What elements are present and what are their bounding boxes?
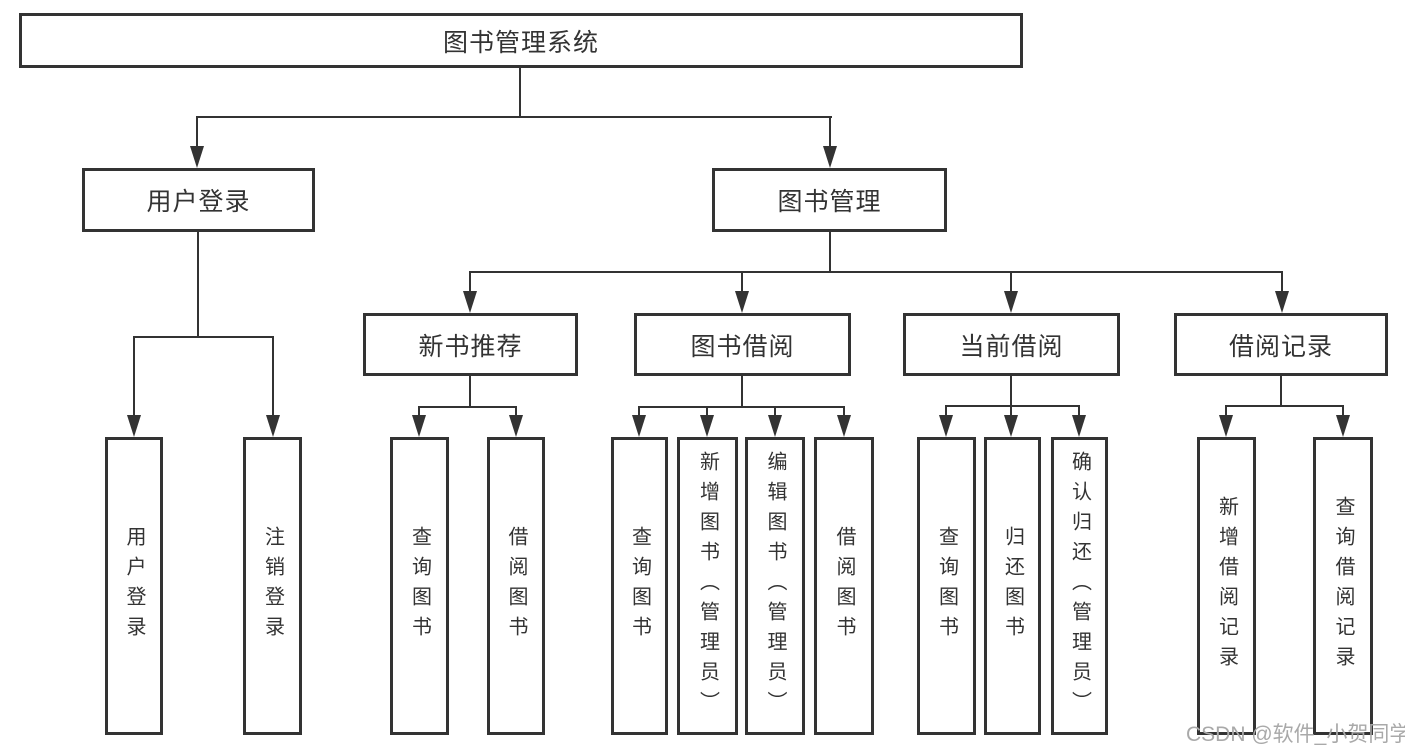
node-book-mgmt-label: 图书管理: [777, 188, 882, 216]
node-book-borrow: 图书借阅: [634, 313, 851, 376]
edge-newbook-drop-1: [418, 406, 420, 416]
node-add-borrow-record-label: 新增借阅记录: [1215, 496, 1238, 676]
arrow-down-icon: [700, 415, 714, 437]
node-add-book-label: 新增图书（管理员）: [696, 451, 719, 721]
node-confirm-return: 确认归还（管理员）: [1051, 437, 1108, 735]
node-add-borrow-record: 新增借阅记录: [1197, 437, 1256, 735]
node-borrow-records: 借阅记录: [1174, 313, 1388, 376]
edge-current-rail: [945, 405, 1080, 407]
arrow-down-icon: [266, 415, 280, 437]
arrow-down-icon: [735, 291, 749, 313]
node-query-book-c: 查询图书: [917, 437, 976, 735]
arrow-down-icon: [1219, 415, 1233, 437]
edge-root-drop-left: [196, 116, 198, 148]
edge-borrow-stem: [741, 376, 743, 407]
node-logout-label: 注销登录: [261, 526, 284, 646]
node-borrow-book-a-label: 借阅图书: [505, 526, 527, 646]
edge-current-drop-3: [1078, 405, 1080, 416]
edge-records-drop-2: [1342, 405, 1344, 416]
arrow-down-icon: [1336, 415, 1350, 437]
node-current-borrow: 当前借阅: [903, 313, 1120, 376]
node-query-borrow-record-label: 查询借阅记录: [1332, 496, 1354, 676]
arrow-down-icon: [1004, 415, 1018, 437]
edge-login-rail: [133, 336, 274, 338]
edge-login-stem: [197, 232, 199, 338]
edge-borrow-drop-3: [774, 406, 776, 416]
node-query-book-c-label: 查询图书: [935, 526, 958, 646]
arrow-down-icon: [823, 146, 837, 168]
node-query-book-a: 查询图书: [390, 437, 449, 735]
node-query-book-a-label: 查询图书: [408, 526, 431, 646]
node-new-book-label: 新书推荐: [418, 332, 523, 361]
edge-records-rail: [1225, 405, 1344, 407]
arrow-down-icon: [837, 415, 851, 437]
node-user-login-label: 用户登录: [123, 526, 145, 646]
node-query-borrow-record: 查询借阅记录: [1313, 437, 1373, 735]
node-borrow-book-b-label: 借阅图书: [833, 526, 855, 646]
edge-records-stem: [1280, 376, 1282, 406]
node-login-group: 用户登录: [82, 168, 315, 232]
arrow-down-icon: [190, 146, 204, 168]
node-book-mgmt: 图书管理: [712, 168, 947, 232]
node-borrow-book-a: 借阅图书: [487, 437, 545, 735]
edge-mgmt-rail: [469, 271, 1283, 273]
arrow-down-icon: [412, 415, 426, 437]
edge-borrow-drop-4: [843, 406, 845, 416]
arrow-down-icon: [463, 291, 477, 313]
arrow-down-icon: [509, 415, 523, 437]
edge-current-stem: [1010, 376, 1012, 406]
arrow-down-icon: [939, 415, 953, 437]
arrow-down-icon: [1275, 291, 1289, 313]
arrow-down-icon: [127, 415, 141, 437]
node-borrow-records-label: 借阅记录: [1228, 332, 1333, 361]
csdn-watermark: CSDN @软件_小贺同学: [1186, 723, 1405, 746]
edge-mgmt-stem: [829, 232, 831, 273]
edge-mgmt-drop-1: [469, 271, 471, 291]
edge-current-drop-1: [945, 405, 947, 416]
node-add-book: 新增图书（管理员）: [677, 437, 738, 735]
node-edit-book-label: 编辑图书（管理员）: [764, 451, 786, 721]
arrow-down-icon: [1072, 415, 1086, 437]
edge-records-drop-1: [1225, 405, 1227, 416]
edge-mgmt-drop-2: [741, 271, 743, 291]
node-book-borrow-label: 图书借阅: [690, 332, 795, 361]
edge-borrow-drop-2: [706, 406, 708, 416]
node-login-group-label: 用户登录: [146, 188, 251, 216]
node-new-book: 新书推荐: [363, 313, 578, 376]
edge-mgmt-drop-3: [1010, 271, 1012, 291]
node-edit-book: 编辑图书（管理员）: [745, 437, 805, 735]
edge-root-drop-right: [829, 116, 831, 148]
edge-current-drop-2: [1010, 405, 1012, 416]
edge-login-drop-2: [272, 336, 274, 415]
node-root: 图书管理系统: [19, 13, 1023, 68]
node-query-book-b-label: 查询图书: [628, 526, 651, 646]
edge-borrow-rail: [638, 406, 845, 408]
edge-root-stem: [519, 68, 521, 117]
node-user-login: 用户登录: [105, 437, 163, 735]
node-return-book-label: 归还图书: [1001, 526, 1024, 646]
arrow-down-icon: [768, 415, 782, 437]
node-query-book-b: 查询图书: [611, 437, 668, 735]
node-root-label: 图书管理系统: [442, 28, 599, 57]
edge-newbook-drop-2: [515, 406, 517, 416]
node-return-book: 归还图书: [984, 437, 1041, 735]
edge-borrow-drop-1: [638, 406, 640, 416]
arrow-down-icon: [1004, 291, 1018, 313]
node-logout: 注销登录: [243, 437, 302, 735]
edge-newbook-stem: [469, 376, 471, 407]
edge-newbook-rail: [418, 406, 517, 408]
node-current-borrow-label: 当前借阅: [959, 332, 1064, 361]
arrow-down-icon: [632, 415, 646, 437]
node-borrow-book-b: 借阅图书: [814, 437, 874, 735]
edge-login-drop-1: [133, 336, 135, 415]
node-confirm-return-label: 确认归还（管理员）: [1068, 451, 1091, 721]
edge-root-rail: [196, 116, 832, 118]
edge-mgmt-drop-4: [1281, 271, 1283, 291]
